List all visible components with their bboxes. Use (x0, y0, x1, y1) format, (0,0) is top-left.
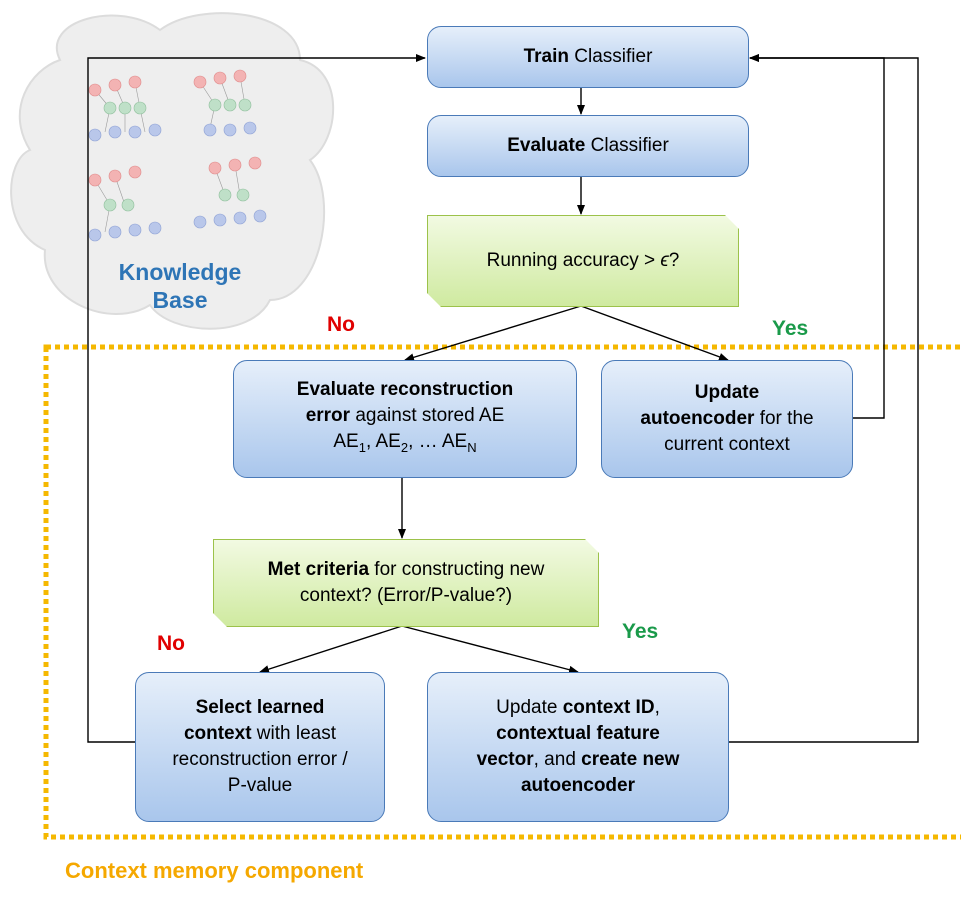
recon-bold2: error (305, 405, 351, 427)
accuracy-suffix: ? (668, 250, 680, 271)
update-autoencoder-node: Update autoencoder for the current conte… (601, 360, 853, 478)
recon-bold1: Evaluate reconstruction (296, 379, 514, 401)
neural-net-thumbnail-4 (193, 156, 267, 229)
knowledge-base-line1: Knowledge (118, 259, 242, 285)
knowledge-base-line2: Base (152, 287, 208, 313)
select-learned-context-node: Select learned context with least recons… (135, 672, 385, 822)
train-bold: Train (523, 46, 569, 67)
update-ae-text2: current context (664, 434, 790, 455)
select-text2: reconstruction error / (172, 749, 348, 770)
edge-label-yes-bottom: Yes (622, 620, 659, 643)
neural-net-thumbnail-1 (88, 75, 162, 142)
update-ctx-text3: , and (533, 749, 582, 770)
arrow-update-ctx-loop (728, 54, 919, 743)
arrow-accuracy-to-update-ae (580, 305, 729, 361)
update-ctx-bold3: vector (476, 749, 534, 770)
knowledge-base-label: Knowledge Base (100, 258, 260, 314)
running-accuracy-decision: Running accuracy > ϵ? (427, 215, 739, 307)
accuracy-text: Running accuracy > (486, 250, 661, 271)
select-text3: P-value (227, 775, 293, 796)
update-ctx-bold4: create new (581, 749, 680, 770)
recon-text: against stored AE (350, 405, 505, 427)
update-ctx-text1: Update (496, 697, 563, 718)
evaluate-text: Classifier (585, 135, 669, 156)
knowledge-base-cloud (10, 12, 335, 330)
select-bold2: context (183, 723, 252, 744)
update-ae-bold1: Update (694, 382, 760, 403)
edge-label-no-bottom: No (157, 632, 185, 655)
edge-label-yes-top: Yes (772, 317, 809, 340)
neural-net-thumbnail-3 (88, 165, 162, 242)
update-ae-text1: for the (754, 408, 814, 429)
criteria-text1: for constructing new (369, 559, 545, 580)
criteria-bold: Met criteria (267, 559, 370, 580)
update-ae-bold2: autoencoder (640, 408, 755, 429)
recon-ae-list: AE1, AE2, … AEN (333, 431, 477, 455)
evaluate-classifier-node: Evaluate Classifier (427, 115, 749, 177)
select-text1: with least (251, 723, 337, 744)
criteria-text2: context? (Error/P-value?) (299, 585, 513, 606)
update-ctx-text2: , (654, 697, 660, 718)
epsilon-symbol: ϵ (660, 250, 669, 271)
context-memory-label: Context memory component (65, 858, 364, 883)
arrow-criteria-to-update-ctx (401, 625, 579, 674)
evaluate-reconstruction-node: Evaluate reconstruction error against st… (233, 360, 577, 478)
arrow-select-loop (87, 54, 426, 743)
update-ctx-bold1: context ID (562, 697, 655, 718)
arrow-criteria-to-select (259, 625, 403, 674)
update-ctx-bold5: autoencoder (520, 775, 636, 796)
select-bold1: Select learned (195, 697, 325, 718)
update-ctx-bold2: contextual feature (496, 723, 660, 744)
context-memory-region (43, 344, 961, 840)
edge-label-no-top: No (327, 313, 355, 336)
update-context-id-node: Update context ID, contextual feature ve… (427, 672, 729, 822)
met-criteria-decision: Met criteria for constructing new contex… (213, 539, 599, 627)
train-classifier-node: Train Classifier (427, 26, 749, 88)
train-text: Classifier (569, 46, 653, 67)
evaluate-bold: Evaluate (507, 135, 586, 156)
arrow-accuracy-to-recon (404, 305, 582, 362)
neural-net-thumbnail-2 (193, 69, 257, 137)
